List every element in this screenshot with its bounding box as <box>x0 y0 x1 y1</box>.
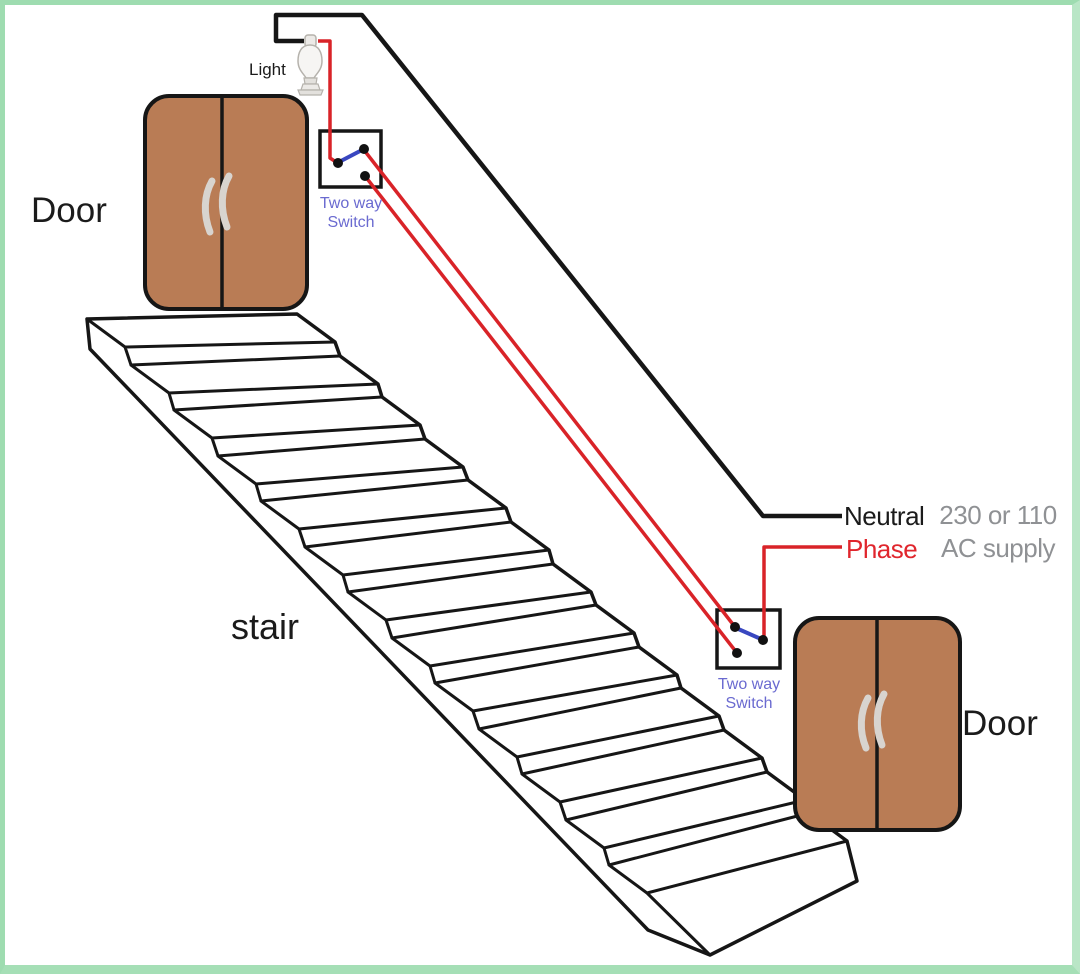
staircase <box>85 312 859 957</box>
stair-label: stair <box>231 606 300 647</box>
door-top-label: Door <box>31 191 107 230</box>
staircase-outline <box>85 312 859 957</box>
switch-lever <box>337 148 364 164</box>
two-way-switch-top <box>333 144 370 181</box>
staircase-steps-lines <box>85 317 849 957</box>
two-way-switch-bottom-label: Two way Switch <box>717 676 781 712</box>
door-top-panel <box>143 94 309 311</box>
traveller-wire-2 <box>363 174 739 655</box>
door-handle-icon <box>201 172 233 236</box>
traveller-wire-1 <box>362 148 737 629</box>
switch-terminal-l1 <box>730 622 740 632</box>
neutral-label: Neutral <box>844 501 925 531</box>
ac-supply-line2: AC supply <box>941 533 1056 563</box>
door-top <box>143 94 309 311</box>
light-feed-wire <box>318 39 337 164</box>
two-way-switch-bottom <box>730 622 768 658</box>
two-way-switch-top-label: Two way Switch <box>319 195 383 231</box>
phase-label: Phase <box>846 534 918 564</box>
ac-supply-line1: 230 or 110 <box>939 500 1057 530</box>
switch-lever <box>734 626 763 641</box>
switch-terminal-l2 <box>360 171 370 181</box>
door-handle-icon <box>857 690 888 752</box>
switch-terminal-l1 <box>359 144 369 154</box>
switch-terminal-common <box>758 635 768 645</box>
switch-terminal-common <box>333 158 343 168</box>
light-label: Light <box>249 60 286 79</box>
phase-wire <box>762 545 842 638</box>
switch-terminal-l2 <box>732 648 742 658</box>
light-bulb-icon <box>297 34 324 96</box>
door-bottom <box>793 616 962 832</box>
door-bottom-label: Door <box>962 704 1038 743</box>
ac-supply-label: 230 or 110 AC supply <box>928 499 1068 565</box>
neutral-wire <box>273 12 842 519</box>
